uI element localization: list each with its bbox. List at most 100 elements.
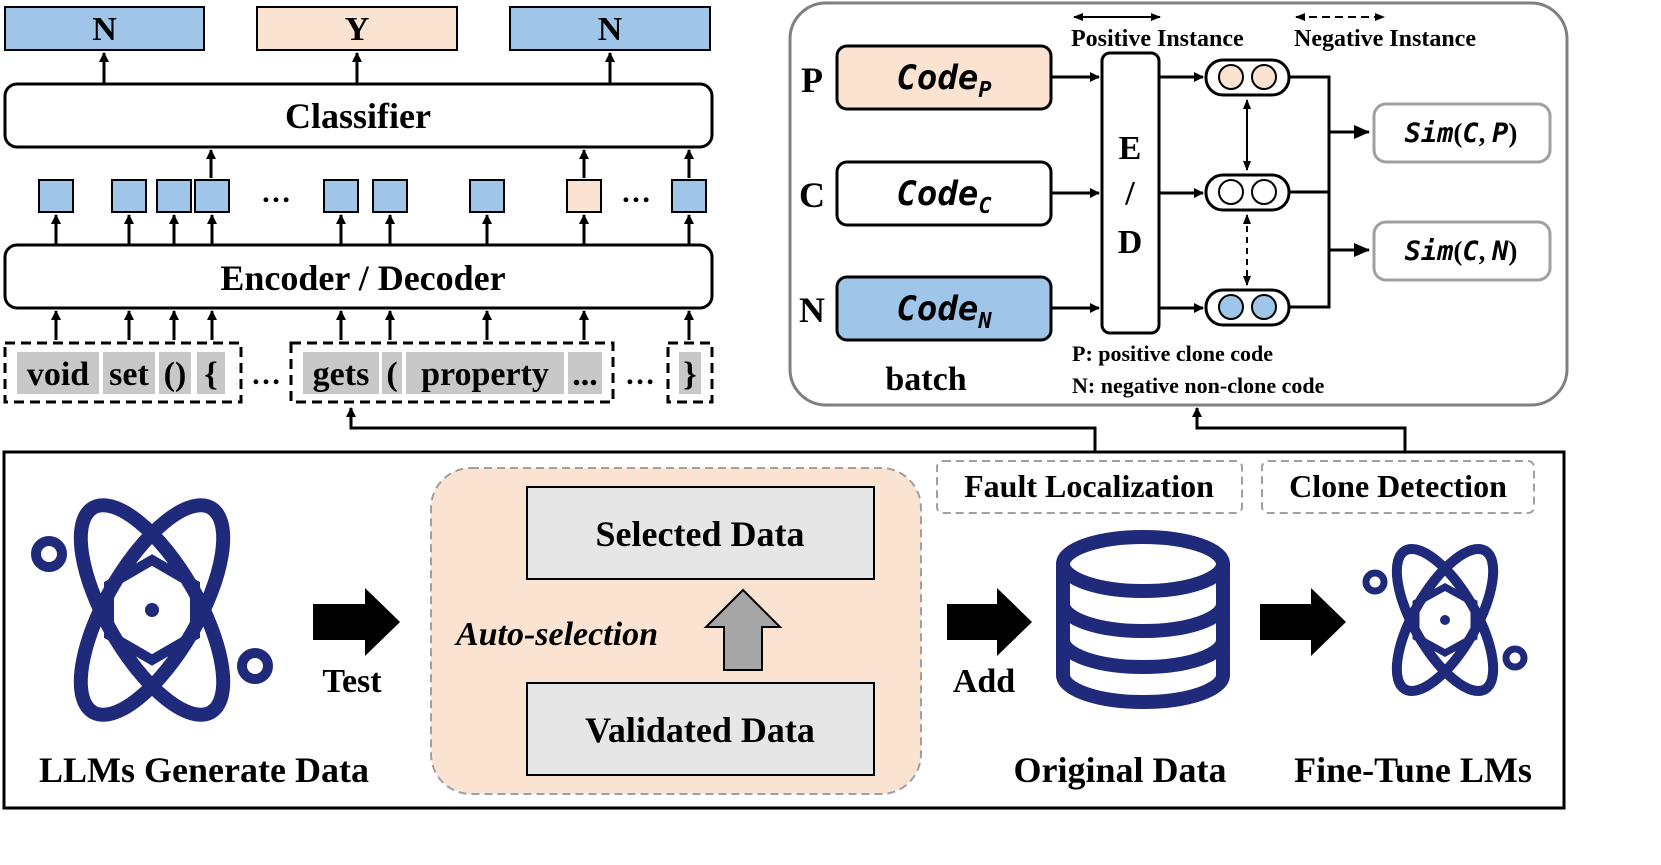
token-group-1 [3,341,243,404]
code-n-box [835,275,1053,342]
token: void [27,356,89,393]
sim-cp-label: Sim(C, P) [1405,118,1518,149]
arrows-token-encoder [51,310,694,340]
task-clone-label: Clone Detection [1289,468,1507,504]
legend-negative-label: Negative Instance [1294,26,1476,52]
code-sub: N [977,309,992,334]
task-clone-tag [1261,460,1535,514]
note-negative: N: negative non-clone code [1072,373,1325,398]
code-p-box [835,44,1053,111]
finetune-arrow-icon [1260,588,1346,656]
selected-data-label: Selected Data [596,514,805,554]
connector-clone-to-panel [1192,407,1407,452]
output-box-2 [256,6,458,51]
hidden-state [38,179,74,213]
token: { [204,356,217,393]
code-sub: P [978,78,991,103]
arrows-encoder-hidden [51,214,694,244]
finetune-atom-icon [1362,544,1528,696]
output-label-3: N [598,11,623,48]
hidden-ellipsis-1: … [261,176,291,209]
code-sub: C [978,194,992,219]
test-label: Test [322,663,382,700]
database-icon [1056,530,1230,709]
code-c-box [835,160,1053,227]
embedding-unit [1218,64,1244,90]
hidden-state [372,179,408,213]
token-bg [568,352,602,394]
encoder-label: Encoder / Decoder [220,258,505,298]
row-label-n: N [799,290,825,330]
embedding-unit [1251,294,1277,320]
auto-selection-arrow-icon [703,588,783,671]
token-ellipsis-1: … [251,358,281,391]
embedding-unit [1251,64,1277,90]
add-label: Add [953,663,1015,700]
encoder-box [3,243,714,310]
clone-detection-panel: Positive Instance Negative Instance P C … [788,1,1569,407]
validated-data-box [526,682,875,776]
hidden-ellipsis-2: … [621,176,651,209]
sim-cn-box [1372,220,1552,282]
token-bg [103,352,155,394]
token: () [164,356,187,393]
row-label-p: P [801,60,823,100]
token-bg [382,352,402,394]
hidden-state-positive [566,179,602,213]
original-data-label: Original Data [1014,750,1227,790]
code-p-label: CodeP [896,58,991,103]
classifier-model: N Y N Classifier … … [3,6,714,404]
selected-data-box [526,486,875,580]
connector-n-sim [1290,132,1331,309]
legend-positive-label: Positive Instance [1071,26,1244,52]
task-fault-tag [936,460,1243,514]
token-ellipsis-2: … [625,358,655,391]
pipeline-panel: LLMs Generate Data Test Selected Data Au… [2,450,1566,810]
llm-label: LLMs Generate Data [39,750,369,790]
classifier-label: Classifier [285,96,431,136]
token-bg [197,352,225,394]
token-group-3 [666,341,714,404]
hidden-state [111,179,147,213]
token-bg [303,352,379,394]
embedding-unit [1218,179,1244,205]
note-positive: P: positive clone code [1072,341,1273,366]
code-base: Code [896,174,978,214]
auto-selection-label: Auto-selection [454,616,658,653]
output-label-1: N [92,11,117,48]
output-label-2: Y [345,11,370,48]
code-base: Code [896,58,978,98]
embedding-unit [1251,179,1277,205]
classifier-box [3,82,714,149]
ed-letter-d: D [1118,224,1143,261]
token-bg [679,352,701,394]
sim-cp-box [1372,102,1552,164]
code-n-label: CodeN [896,289,992,334]
test-arrow-icon [313,588,400,656]
connector-fault-to-tokens [346,407,1097,452]
encoder-decoder-box [1100,51,1161,335]
connector-p-sim [1290,75,1331,132]
finetune-label: Fine-Tune LMs [1294,750,1532,790]
embedding-unit [1218,294,1244,320]
token: ( [386,356,397,393]
token-bg [17,352,99,394]
token-bg [159,352,191,394]
token-bg [406,352,564,394]
add-arrow-icon [947,588,1032,656]
row-label-c: C [799,175,825,215]
token: gets [313,356,370,393]
token: property [421,356,549,393]
hidden-state [156,179,192,213]
hidden-state [323,179,359,213]
ed-letter-e: E [1119,130,1142,167]
sim-cn-label: Sim(C, N) [1405,236,1518,267]
ed-letter-slash: / [1124,175,1135,212]
code-base: Code [896,289,978,329]
output-box-1 [4,6,205,51]
code-c-label: CodeC [896,174,992,219]
token: set [109,356,149,393]
hidden-state [469,179,505,213]
